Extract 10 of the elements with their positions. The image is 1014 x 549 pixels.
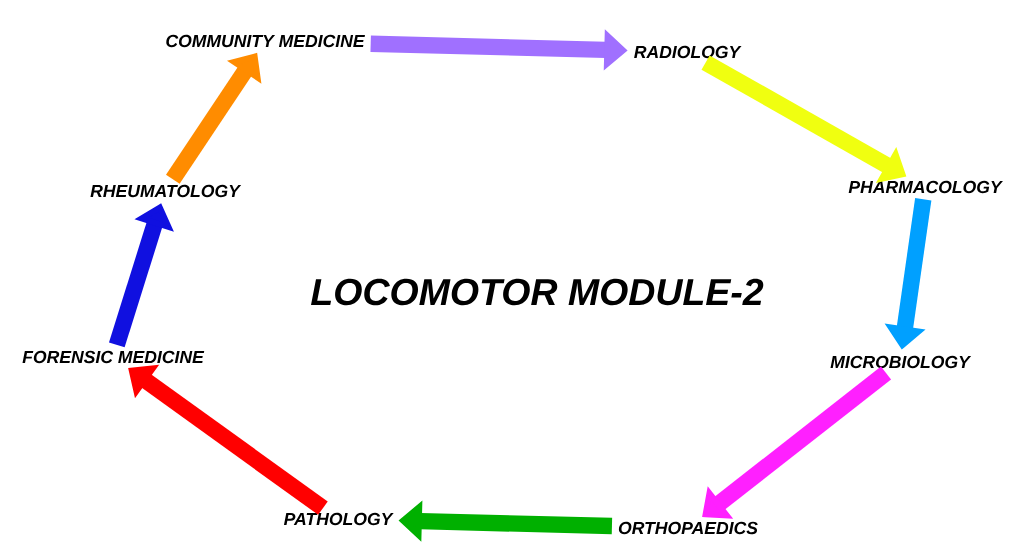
node-label: ORTHOPAEDICS	[618, 521, 758, 535]
node-label: FORENSIC MEDICINE	[22, 350, 205, 364]
title: LOCOMOTOR MODULE-2	[311, 278, 764, 306]
node-label: RHEUMATOLOGY	[90, 184, 242, 198]
node-label: RADIOLOGY	[634, 45, 742, 59]
block-arrow	[702, 366, 892, 519]
node-label: MICROBIOLOGY	[830, 355, 972, 369]
node-label: COMMUNITY MEDICINE	[166, 34, 365, 48]
node-label: PATHOLOGY	[283, 512, 394, 526]
node-label: PHARMACOLOGY	[848, 180, 1003, 194]
